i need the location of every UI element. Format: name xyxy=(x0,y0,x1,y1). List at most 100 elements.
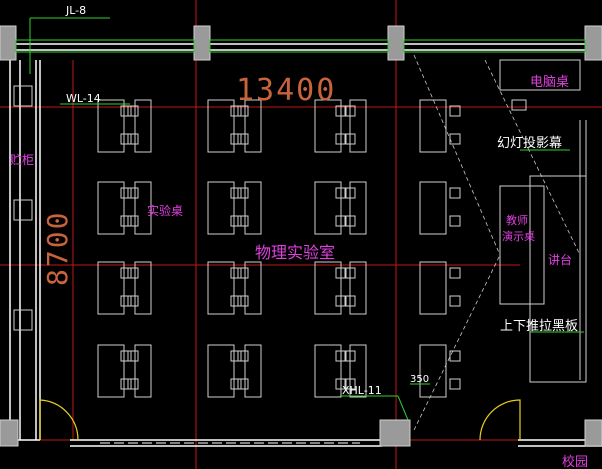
stool xyxy=(230,295,242,307)
walls xyxy=(0,43,602,447)
stool xyxy=(127,215,139,227)
lab-desk xyxy=(419,344,447,398)
stool xyxy=(449,295,461,307)
stool xyxy=(120,295,132,307)
lab-desk xyxy=(97,261,125,315)
left-cabinets xyxy=(13,85,33,331)
projector-screen-label: 幻灯投影幕 xyxy=(497,135,562,151)
xhl-tag: XHL-11 xyxy=(342,384,382,397)
stool xyxy=(230,187,242,199)
column-pillar xyxy=(379,419,411,447)
stool xyxy=(335,378,347,390)
lab-desk xyxy=(419,181,447,235)
stool xyxy=(120,105,132,117)
stool xyxy=(127,187,139,199)
cabinet-unit xyxy=(13,309,33,331)
cabinet-unit xyxy=(13,85,33,107)
dimension-height-label: 8700 xyxy=(41,211,74,286)
stool xyxy=(230,215,242,227)
computer-desk xyxy=(499,59,581,91)
demo-table xyxy=(499,185,545,305)
computer-desk-monitor xyxy=(511,99,527,111)
lab-desk xyxy=(207,99,235,153)
stool xyxy=(237,105,249,117)
lab-desk xyxy=(207,344,235,398)
stool xyxy=(230,105,242,117)
stool xyxy=(127,267,139,279)
stool xyxy=(449,215,461,227)
desk-grid xyxy=(97,99,461,398)
stool xyxy=(449,378,461,390)
stool xyxy=(335,267,347,279)
projection-lines xyxy=(413,54,581,431)
stool xyxy=(120,187,132,199)
lab-desk xyxy=(207,181,235,235)
computer-desk-label: 电脑桌 xyxy=(530,75,569,90)
stool xyxy=(237,267,249,279)
lab-desk xyxy=(419,261,447,315)
column-pillar xyxy=(193,25,211,61)
stool xyxy=(127,350,139,362)
lab-desk xyxy=(97,344,125,398)
column-pillar xyxy=(584,25,602,61)
lab-desk xyxy=(134,181,152,235)
room-name-label: 物理实验室 xyxy=(255,243,335,262)
stool xyxy=(335,215,347,227)
lab-table-label: 实验桌 xyxy=(147,203,183,218)
stool xyxy=(230,133,242,145)
stool xyxy=(237,215,249,227)
leader-lines xyxy=(29,17,584,421)
dimension-width-label: 13400 xyxy=(236,73,336,108)
lab-desk xyxy=(97,99,125,153)
lab-desk xyxy=(134,99,152,153)
lab-desk xyxy=(244,181,262,235)
stool xyxy=(449,133,461,145)
podium-label: 讲台 xyxy=(548,252,572,267)
jl-tag: JL-8 xyxy=(65,4,86,17)
stool xyxy=(237,350,249,362)
lab-desk xyxy=(349,344,367,398)
doors xyxy=(39,399,521,441)
door-right xyxy=(479,399,521,441)
cabinet-unit xyxy=(13,199,33,221)
lab-desk xyxy=(349,99,367,153)
stool xyxy=(335,133,347,145)
corridor-label: 校园 xyxy=(562,454,588,469)
lab-desk xyxy=(349,261,367,315)
blackboard-label: 上下推拉黑板 xyxy=(500,319,578,334)
column-pillar xyxy=(387,25,405,61)
stool xyxy=(127,295,139,307)
stool xyxy=(237,187,249,199)
lab-desk xyxy=(244,344,262,398)
podium xyxy=(529,175,587,383)
column-pillar xyxy=(0,419,19,447)
stool xyxy=(449,187,461,199)
stool xyxy=(230,378,242,390)
door-dim-tag: 350 xyxy=(410,374,429,385)
stool xyxy=(120,133,132,145)
stool xyxy=(120,267,132,279)
stool xyxy=(449,267,461,279)
stool xyxy=(127,133,139,145)
demo-table-label-line1: 教师 xyxy=(506,214,528,227)
lab-desk xyxy=(314,99,342,153)
stool xyxy=(120,215,132,227)
stool xyxy=(335,295,347,307)
cabinet-label: 贮柜 xyxy=(10,152,34,167)
lab-desk xyxy=(244,261,262,315)
lab-desk xyxy=(349,181,367,235)
stool xyxy=(449,105,461,117)
stool xyxy=(230,267,242,279)
stool xyxy=(120,350,132,362)
stool xyxy=(449,350,461,362)
stool xyxy=(237,378,249,390)
lab-desk xyxy=(134,261,152,315)
stool xyxy=(237,295,249,307)
lab-desk xyxy=(314,261,342,315)
column-pillar xyxy=(0,25,17,61)
stool xyxy=(127,378,139,390)
column-pillar xyxy=(584,419,602,447)
stool xyxy=(335,105,347,117)
demo-table-label-line2: 演示桌 xyxy=(502,229,535,243)
